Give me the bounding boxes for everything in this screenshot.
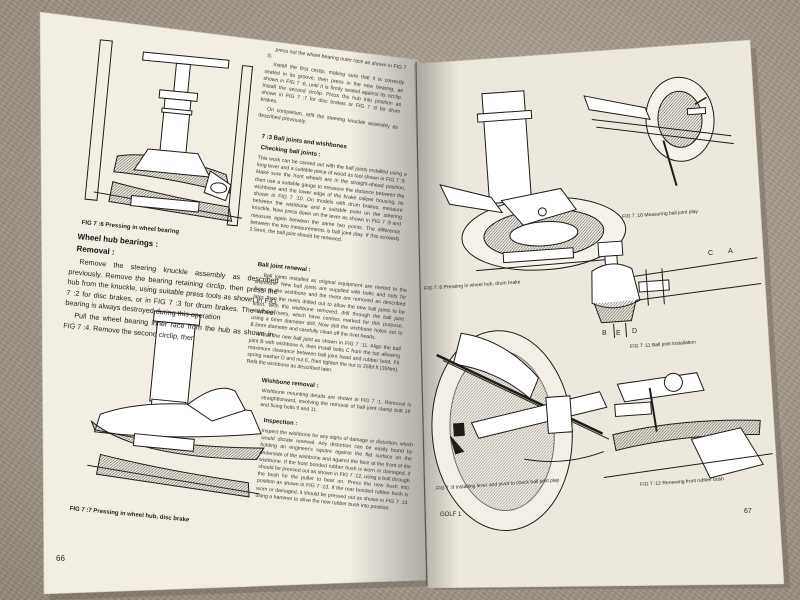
fig-7-11-label-b: B — [602, 330, 607, 337]
fig-7-9-illustration — [431, 330, 610, 532]
right-page-number: 67 — [744, 508, 752, 515]
fig-7-7-illustration — [87, 310, 265, 498]
fig-7-10-illustration — [583, 76, 734, 186]
inspection-text: Inspect the wishbone for any signs of da… — [255, 428, 414, 512]
fig-7-11-label-c: C — [708, 250, 714, 257]
fig-7-12-illustration — [603, 372, 773, 479]
fig-7-11-label-e: E — [616, 330, 621, 337]
renewal-text: Ball joints installed as original equipm… — [246, 272, 407, 383]
left-page-number: 66 — [56, 554, 65, 563]
fig-7-11-label-d: D — [632, 328, 638, 335]
fig-7-6-illustration — [84, 39, 254, 227]
footer-golf-1: GOLF 1 — [440, 512, 462, 518]
checking-text: This work can be carried out with the ba… — [249, 155, 408, 244]
fig-7-11-label-a: A — [728, 248, 733, 255]
fig-7-8-illustration — [439, 90, 627, 272]
fig-7-11-illustration — [591, 240, 762, 338]
